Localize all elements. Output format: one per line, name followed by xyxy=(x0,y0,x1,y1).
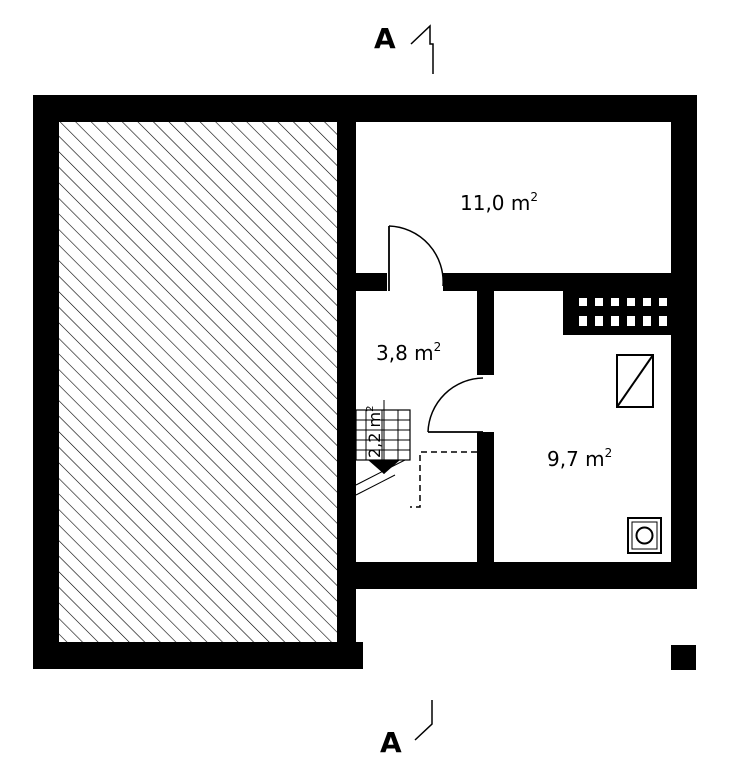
section-mark-bottom: A xyxy=(380,700,433,759)
section-arrow-top-icon xyxy=(410,24,434,74)
stair-area-label: 2,2 m2 xyxy=(365,405,384,458)
wall-right xyxy=(671,95,697,589)
section-letter-top: A xyxy=(374,22,396,55)
door-top-room xyxy=(388,225,444,291)
door-right-room xyxy=(427,377,484,433)
grid-vent-icon xyxy=(563,291,671,335)
wall-partition-upper xyxy=(477,273,494,375)
circle-in-square-icon xyxy=(627,517,662,554)
rectangle-diagonal-icon xyxy=(616,354,654,408)
wall-middle-vertical xyxy=(337,95,356,669)
room-label-hall: 3,8 m2 xyxy=(376,340,441,365)
wall-partition-lower xyxy=(477,432,494,572)
room-label-top: 11,0 m2 xyxy=(460,190,538,215)
stairs xyxy=(355,400,411,496)
wall-left xyxy=(33,95,59,669)
section-mark-top: A xyxy=(374,22,434,74)
wall-horizontal-left xyxy=(337,273,387,291)
wall-bottom-right xyxy=(337,562,697,589)
wall-horizontal-right xyxy=(443,273,697,291)
section-letter-bottom: A xyxy=(380,726,402,759)
wall-top xyxy=(33,95,697,122)
hatched-area xyxy=(59,122,337,642)
section-arrow-bottom-icon xyxy=(414,700,433,741)
dashed-line xyxy=(410,451,477,508)
walls xyxy=(33,95,697,670)
square-column-icon xyxy=(671,645,696,670)
wall-bottom-left xyxy=(33,642,363,669)
room-label-right: 9,7 m2 xyxy=(547,446,612,471)
